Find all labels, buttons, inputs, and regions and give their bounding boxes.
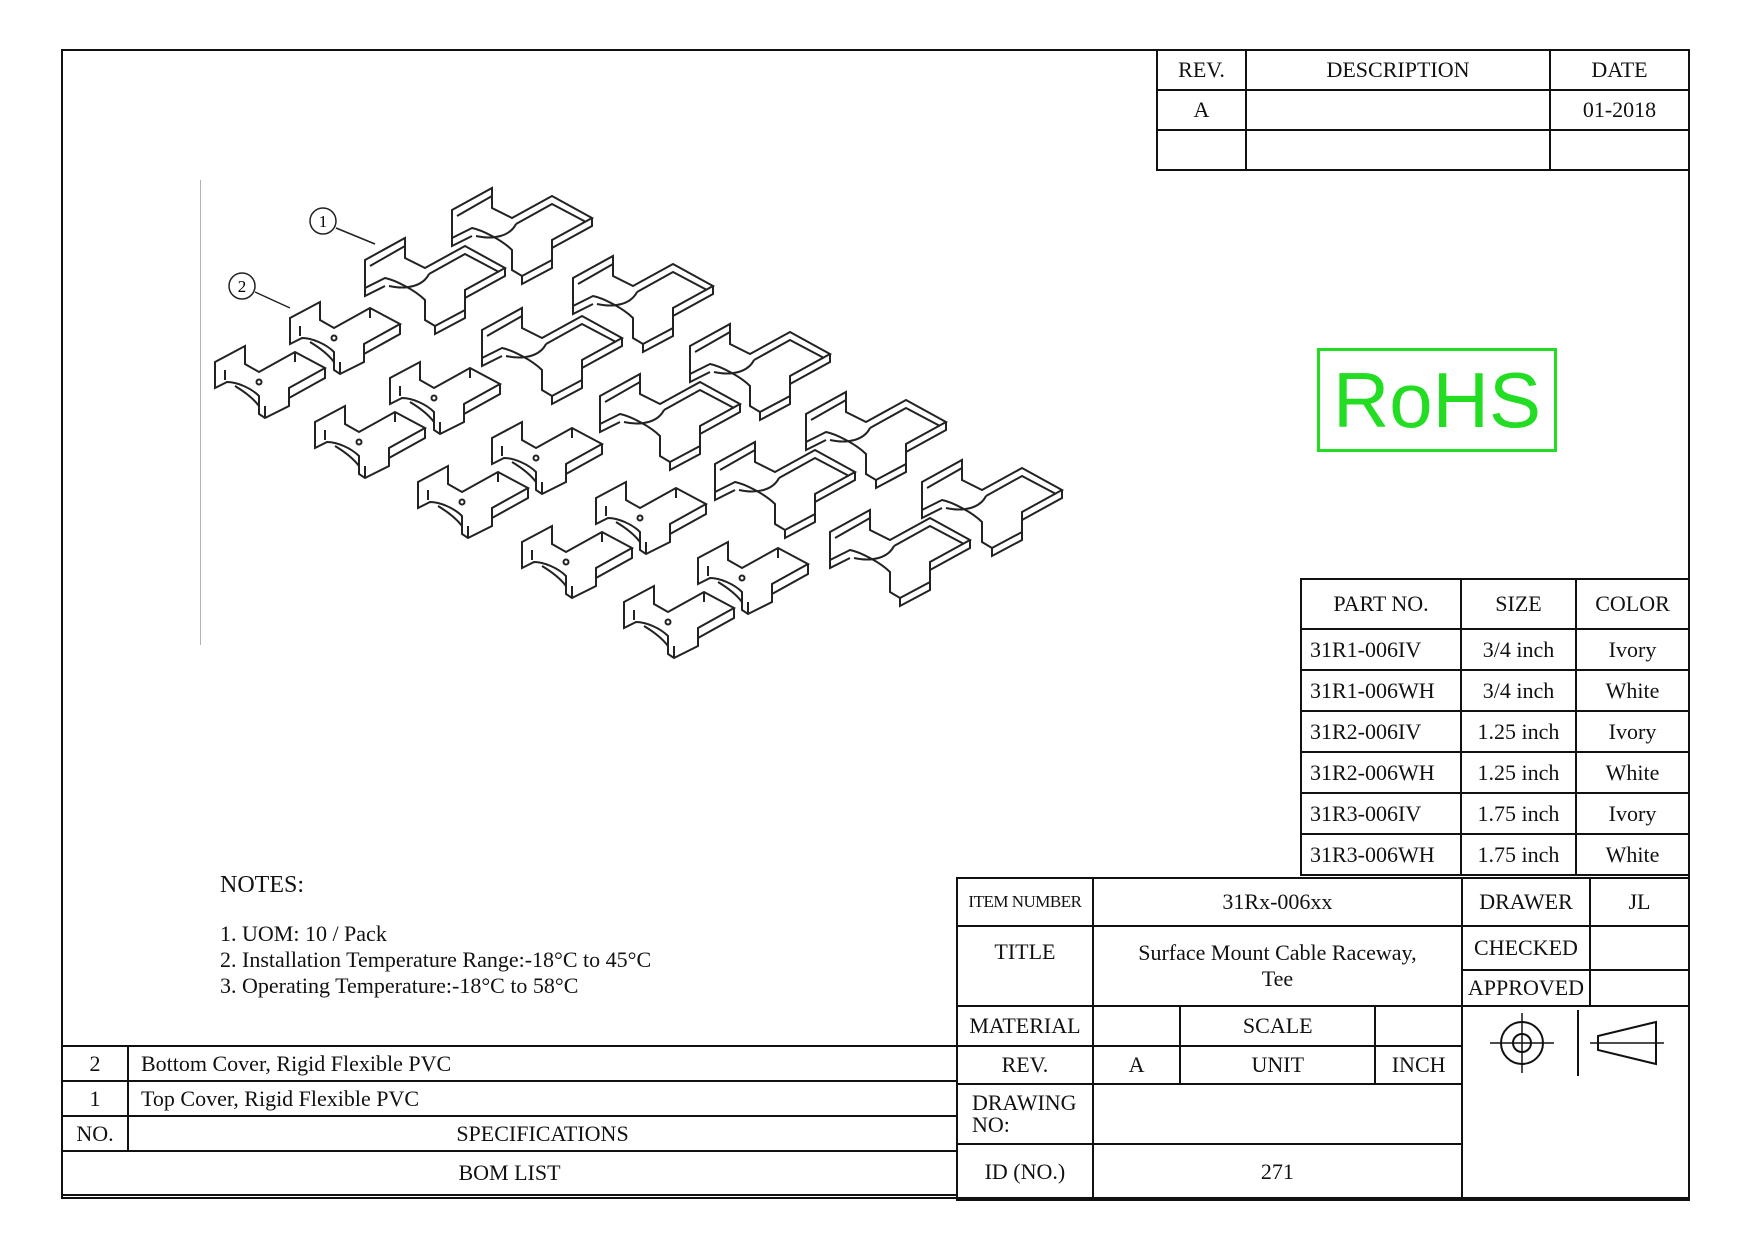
size-cell: 1.75 inch — [1460, 792, 1577, 835]
checked-value — [1588, 925, 1691, 971]
rev-header: REV. — [1156, 49, 1247, 91]
part-no-header: PART NO. — [1300, 578, 1462, 630]
size-cell: 1.25 inch — [1460, 751, 1577, 794]
note-line: 2. Installation Temperature Range:-18°C … — [220, 947, 652, 972]
drawer-label: DRAWER — [1461, 877, 1591, 927]
id-label: ID (NO.) — [956, 1143, 1094, 1201]
callout-1-label: 1 — [319, 212, 328, 231]
checked-label: CHECKED — [1461, 925, 1591, 971]
table-row: 31R2-006IV 1.25 inch Ivory — [1300, 710, 1690, 753]
item-number-value: 31Rx-006xx — [1091, 877, 1464, 927]
size-cell: 3/4 inch — [1460, 669, 1577, 712]
rev-label: REV. — [956, 1045, 1094, 1085]
title-value: Surface Mount Cable Raceway, Tee — [1091, 925, 1464, 1007]
material-value — [1091, 1005, 1182, 1047]
table-row: 31R3-006IV 1.75 inch Ivory — [1300, 792, 1690, 835]
size-cell: 1.25 inch — [1460, 710, 1577, 753]
part-no-cell: 31R2-006IV — [1300, 710, 1462, 753]
table-row: 2 Bottom Cover, Rigid Flexible PVC — [61, 1045, 958, 1082]
bom-no-cell: 1 — [61, 1080, 129, 1117]
notes-section: NOTES: 1. UOM: 10 / Pack 2. Installation… — [220, 872, 651, 999]
drawing-no-value — [1091, 1083, 1464, 1145]
bom-no-cell: 2 — [61, 1045, 129, 1082]
bom-spec-cell: Bottom Cover, Rigid Flexible PVC — [127, 1045, 958, 1082]
unit-label: UNIT — [1179, 1045, 1377, 1085]
drawing-no-label-line-1: DRAWING — [972, 1090, 1077, 1115]
scale-value — [1374, 1005, 1463, 1047]
size-cell: 3/4 inch — [1460, 628, 1577, 671]
drawing-no-label-line-2: NO: — [972, 1112, 1010, 1137]
item-number-label: ITEM NUMBER — [956, 877, 1094, 927]
isometric-parts-drawing: 1 2 — [200, 180, 1063, 659]
rohs-mark: RoHS — [1317, 348, 1557, 452]
part-no-cell: 31R1-006IV — [1300, 628, 1462, 671]
rev-cell — [1156, 129, 1247, 171]
note-line: 1. UOM: 10 / Pack — [220, 921, 387, 946]
color-cell: Ivory — [1575, 710, 1690, 753]
title-line-2: Tee — [1261, 966, 1294, 991]
third-angle-projection-icon — [1489, 1009, 1664, 1076]
blank-cell — [1461, 1084, 1690, 1201]
title-block: ITEM NUMBER 31Rx-006xx DRAWER JL TITLE S… — [956, 877, 1691, 1201]
color-header: COLOR — [1575, 578, 1690, 630]
color-cell: Ivory — [1575, 792, 1690, 835]
date-cell — [1549, 129, 1690, 171]
scale-label: SCALE — [1179, 1005, 1377, 1047]
drawer-value: JL — [1588, 877, 1691, 927]
part-no-cell: 31R3-006WH — [1300, 833, 1462, 876]
part-no-cell: 31R1-006WH — [1300, 669, 1462, 712]
bom-table: 2 Bottom Cover, Rigid Flexible PVC 1 Top… — [61, 1045, 958, 1196]
revision-table: REV. DESCRIPTION DATE A 01-2018 — [1156, 49, 1690, 171]
callout-2-label: 2 — [238, 277, 247, 296]
color-cell: White — [1575, 833, 1690, 876]
description-cell — [1245, 89, 1551, 131]
color-cell: White — [1575, 751, 1690, 794]
table-row: 1 Top Cover, Rigid Flexible PVC — [61, 1080, 958, 1117]
unit-value: INCH — [1374, 1045, 1463, 1085]
date-cell: 01-2018 — [1549, 89, 1690, 131]
title-line-1: Surface Mount Cable Raceway, — [1138, 940, 1417, 965]
bom-spec-header: SPECIFICATIONS — [127, 1115, 958, 1152]
color-cell: White — [1575, 669, 1690, 712]
size-cell: 1.75 inch — [1460, 833, 1577, 876]
table-row: 31R2-006WH 1.25 inch White — [1300, 751, 1690, 794]
description-header: DESCRIPTION — [1245, 49, 1551, 91]
table-row: 31R1-006WH 3/4 inch White — [1300, 669, 1690, 712]
rev-cell: A — [1156, 89, 1247, 131]
drawing-no-label: DRAWING NO: — [956, 1083, 1094, 1145]
table-row: 31R3-006WH 1.75 inch White — [1300, 833, 1690, 876]
parts-table: PART NO. SIZE COLOR 31R1-006IV 3/4 inch … — [1300, 578, 1690, 876]
date-header: DATE — [1549, 49, 1690, 91]
bom-spec-cell: Top Cover, Rigid Flexible PVC — [127, 1080, 958, 1117]
drawing-frame — [61, 49, 1690, 1199]
description-cell — [1245, 129, 1551, 171]
material-label: MATERIAL — [956, 1005, 1094, 1047]
bom-no-header: NO. — [61, 1115, 129, 1152]
id-value: 271 — [1091, 1143, 1464, 1201]
bom-title: BOM LIST — [61, 1150, 958, 1196]
title-label: TITLE — [956, 925, 1094, 1007]
part-no-cell: 31R2-006WH — [1300, 751, 1462, 794]
projection-symbols — [1461, 1005, 1690, 1084]
note-line: 3. Operating Temperature:-18°C to 58°C — [220, 973, 579, 998]
notes-heading: NOTES: — [220, 872, 304, 898]
part-no-cell: 31R3-006IV — [1300, 792, 1462, 835]
table-row: 31R1-006IV 3/4 inch Ivory — [1300, 628, 1690, 671]
approved-label: APPROVED — [1461, 969, 1591, 1007]
rev-value: A — [1091, 1045, 1182, 1085]
color-cell: Ivory — [1575, 628, 1690, 671]
approved-value — [1588, 969, 1691, 1007]
size-header: SIZE — [1460, 578, 1577, 630]
